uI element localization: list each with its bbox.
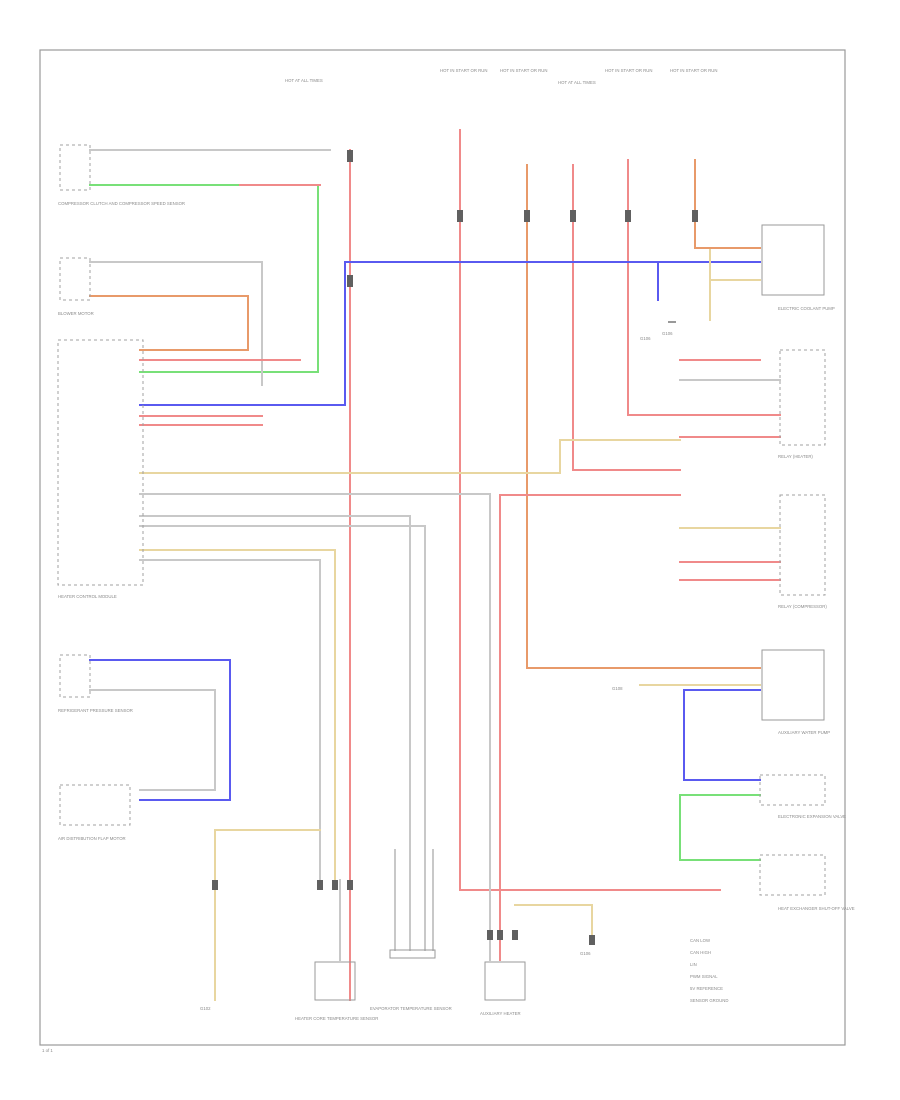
- heater-core-sensor-label: HEATER CORE TEMPERATURE SENSOR: [295, 1016, 378, 1021]
- component-relay-compressor: [779, 494, 826, 596]
- ground-symbol: G106: [640, 336, 651, 341]
- evaporator-sensor-label: EVAPORATOR TEMPERATURE SENSOR: [370, 1006, 452, 1011]
- ground-symbol: G102: [200, 1006, 211, 1011]
- component-compressor-clutch: [59, 144, 91, 191]
- component-heater-core-sensor: [314, 961, 356, 1001]
- components: COMPRESSOR CLUTCH AND COMPRESSOR SPEED S…: [57, 144, 855, 1021]
- component-expansion-valve: [759, 774, 826, 806]
- compressor-clutch-label: COMPRESSOR CLUTCH AND COMPRESSOR SPEED S…: [58, 201, 185, 206]
- refrigerant-pressure-sensor-label: REFRIGERANT PRESSURE SENSOR: [58, 708, 133, 713]
- component-shutoff-valve: [759, 854, 826, 896]
- fuse-label-3: HOT IN START OR RUN: [500, 68, 547, 73]
- legend-item: SENSOR GROUND: [690, 998, 728, 1003]
- component-evaporator-sensor: [389, 949, 436, 959]
- blower-motor-label: BLOWER MOTOR: [58, 311, 94, 316]
- heater-control-module-label: HEATER CONTROL MODULE: [58, 594, 117, 599]
- legend-item: CAN HIGH: [690, 950, 711, 955]
- component-refrigerant-pressure-sensor: [59, 654, 91, 698]
- fuse-label-1: HOT AT ALL TIMES: [285, 78, 323, 83]
- grounds: G106 G108 G106 G106 G102: [200, 321, 676, 1011]
- svg-text:G102: G102: [200, 1006, 211, 1011]
- air-distribution-motor-label: AIR DISTRIBUTION FLAP MOTOR: [58, 836, 126, 841]
- component-heater-control-module: [57, 339, 144, 586]
- ground-symbol: G106: [662, 321, 676, 336]
- fuse-label-2: HOT IN START OR RUN: [440, 68, 487, 73]
- legend-item: PWM SIGNAL: [690, 974, 718, 979]
- ground-symbol: G106: [580, 951, 591, 956]
- component-relay-heater: [779, 349, 826, 446]
- component-electric-coolant-pump: [761, 224, 825, 296]
- top-power-sources: HOT AT ALL TIMES HOT IN START OR RUN HOT…: [285, 68, 717, 85]
- diagram-frame: [39, 49, 846, 1046]
- relay-heater-label: RELAY (HEATER): [778, 454, 813, 459]
- shutoff-valve-label: HEAT EXCHANGER SHUT-OFF VALVE: [778, 906, 855, 911]
- fuse-label-4: HOT AT ALL TIMES: [558, 80, 596, 85]
- svg-text:G106: G106: [662, 331, 673, 336]
- relay-compressor-label: RELAY (COMPRESSOR): [778, 604, 827, 609]
- expansion-valve-label: ELECTRONIC EXPANSION VALVE: [778, 814, 846, 819]
- legend-item: 5V REFERENCE: [690, 986, 723, 991]
- fuse-label-5: HOT IN START OR RUN: [605, 68, 652, 73]
- ground-symbol: G108: [612, 686, 623, 691]
- component-blower-motor: [59, 257, 91, 301]
- svg-text:G108: G108: [612, 686, 623, 691]
- component-auxiliary-water-pump: [761, 649, 825, 721]
- legend: CAN LOW CAN HIGH LIN PWM SIGNAL 5V REFER…: [690, 938, 728, 1003]
- page-number: 1 of 1: [42, 1048, 53, 1053]
- auxiliary-water-pump-label: AUXILIARY WATER PUMP: [778, 730, 830, 735]
- svg-text:G106: G106: [640, 336, 651, 341]
- legend-item: LIN: [690, 962, 697, 967]
- fuse-label-6: HOT IN START OR RUN: [670, 68, 717, 73]
- wires: [89, 129, 781, 1001]
- component-auxiliary-heater: [484, 961, 526, 1001]
- auxiliary-heater-label: AUXILIARY HEATER: [480, 1011, 521, 1016]
- connector-marks: [212, 150, 698, 945]
- svg-text:G106: G106: [580, 951, 591, 956]
- legend-item: CAN LOW: [690, 938, 711, 943]
- component-air-distribution-motor: [59, 784, 131, 826]
- electric-coolant-pump-label: ELECTRIC COOLANT PUMP: [778, 306, 835, 311]
